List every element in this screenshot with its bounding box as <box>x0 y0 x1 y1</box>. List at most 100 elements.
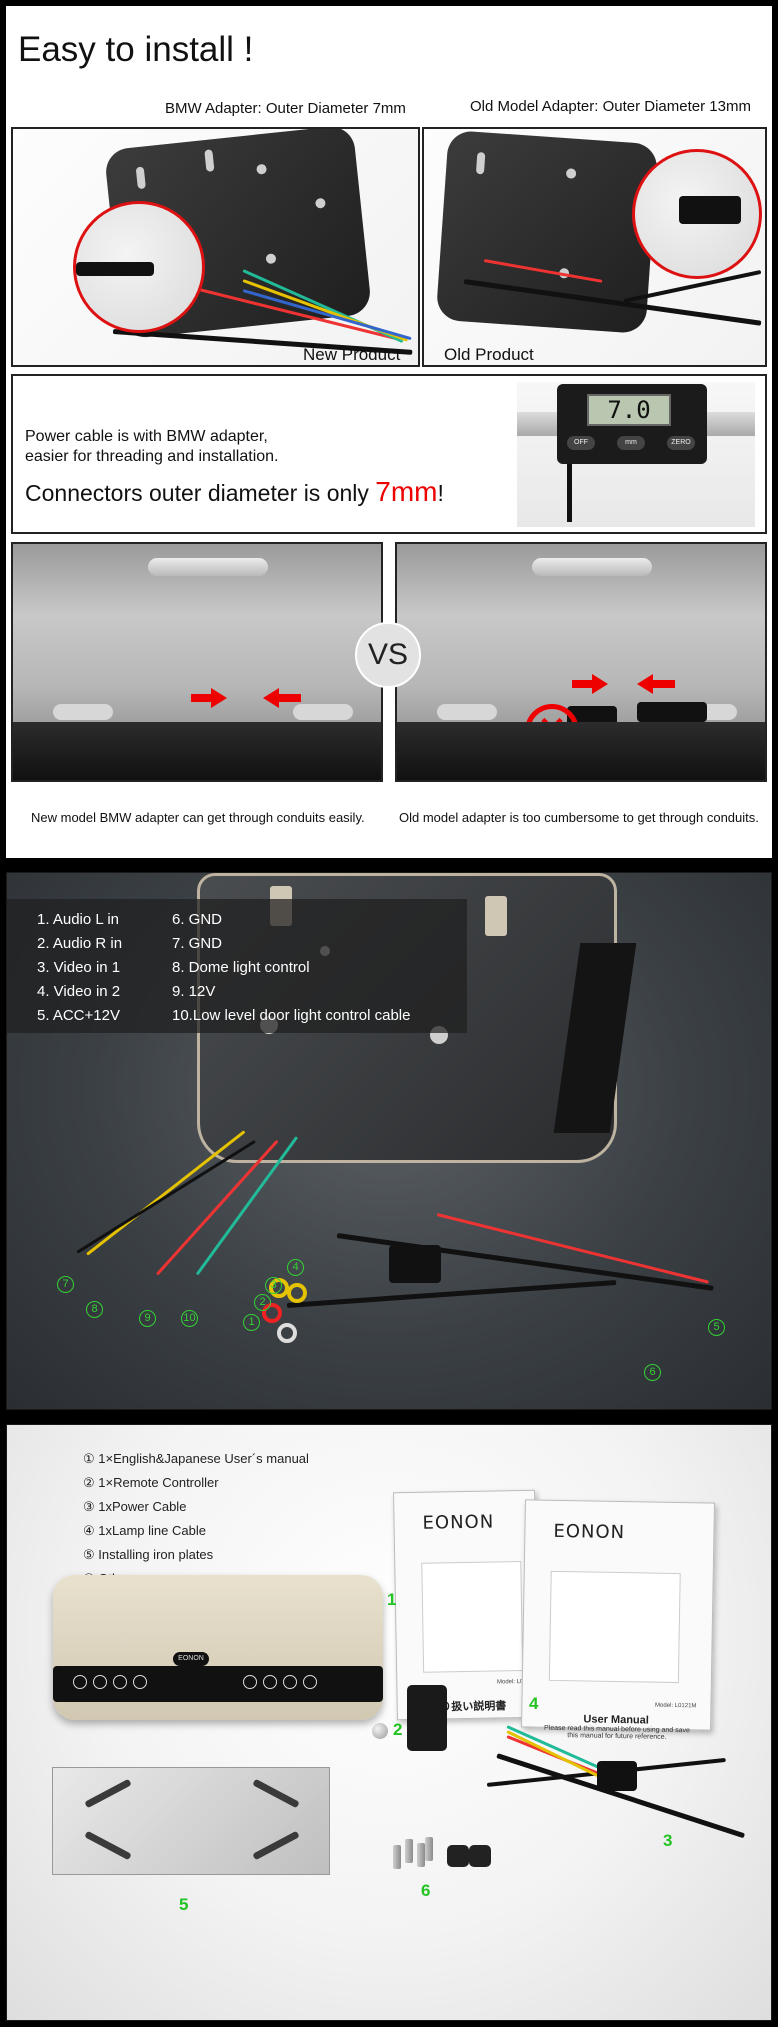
caliper-reading: 7.0 <box>587 394 671 426</box>
page-title: Easy to install ! <box>18 30 254 69</box>
connector-zoom-circle <box>632 149 762 279</box>
old-adapter-image <box>567 706 617 726</box>
cable-info-box: Power cable is with BMW adapter, easier … <box>11 374 767 534</box>
installation-section: Easy to install ! BMW Adapter: Outer Dia… <box>6 6 772 858</box>
plate-hole <box>265 253 277 265</box>
arrow-shaft <box>191 694 213 702</box>
screw-image <box>405 1839 413 1863</box>
roof-handle <box>148 558 268 576</box>
marker-1: 1 <box>243 1314 260 1331</box>
new-product-label: New Product <box>303 345 401 364</box>
plate-bracket <box>485 896 507 936</box>
legend-item-1: 1. Audio L in <box>37 911 120 928</box>
new-adapter-car-photo <box>11 542 383 782</box>
manual-model: Model: L0 <box>496 1679 524 1686</box>
arrow-left-icon <box>637 674 653 694</box>
label-6: 6 <box>421 1881 431 1900</box>
legend-item-7: 7. GND <box>172 935 223 952</box>
label-2: 2 <box>393 1720 403 1739</box>
monitor-button <box>263 1675 277 1689</box>
control-panel: EONON <box>53 1652 383 1702</box>
info-line-1: Power cable is with BMW adapter, <box>25 428 268 445</box>
screw-image <box>393 1845 401 1869</box>
marker-10: 10 <box>181 1310 198 1327</box>
old-product-label: Old Product <box>444 345 534 364</box>
roof-vent <box>437 704 497 720</box>
manual-subtitle: Please read this manual before using and… <box>543 1724 691 1741</box>
package-item-2: ② 1×Remote Controller <box>83 1475 219 1490</box>
english-manual-image: EONON Model: L0121M User Manual Please r… <box>521 1499 715 1741</box>
old-adapter-car-photo: ✕ <box>395 542 767 782</box>
plate-slot <box>204 149 215 172</box>
screw-image <box>425 1837 433 1861</box>
label-3: 3 <box>663 1831 673 1850</box>
caliper-image: 7.0 OFF mm ZERO <box>517 382 755 527</box>
monitor-sketch <box>548 1570 681 1684</box>
package-item-3: ③ 1xPower Cable <box>83 1499 187 1514</box>
package-item-1: ① 1×English&Japanese User´s manual <box>83 1451 309 1466</box>
screw-image <box>417 1843 425 1867</box>
roof-handle <box>532 558 652 576</box>
rubber-pad-image <box>447 1845 469 1867</box>
plate-slot <box>252 1778 300 1809</box>
new-adapter-caption: New model BMW adapter can get through co… <box>31 810 365 825</box>
car-dash <box>397 722 765 780</box>
marker-7: 7 <box>57 1276 74 1293</box>
label-4: 4 <box>529 1694 539 1713</box>
plate-slot <box>135 166 146 190</box>
iron-plate-image <box>52 1767 330 1875</box>
marker-2: 2 <box>254 1294 271 1311</box>
rubber-pad-image <box>469 1845 491 1867</box>
caliper-body: 7.0 OFF mm ZERO <box>557 384 707 464</box>
label-1: 1 <box>387 1590 397 1609</box>
arrow-shaft <box>572 680 594 688</box>
monitor-button <box>303 1675 317 1689</box>
monitor-logo: EONON <box>173 1652 209 1666</box>
diameter-suffix: ! <box>437 480 444 506</box>
monitor-button <box>93 1675 107 1689</box>
red-wire <box>155 1139 279 1276</box>
label-5: 5 <box>179 1895 189 1914</box>
manual-brand-logo: EONON <box>553 1520 626 1544</box>
legend-item-8: 8. Dome light control <box>172 959 310 976</box>
fuse-box-image <box>389 1245 441 1283</box>
marker-8: 8 <box>86 1301 103 1318</box>
arrow-shaft <box>653 680 675 688</box>
old-connector-image <box>679 196 741 224</box>
arrow-shaft <box>279 694 301 702</box>
package-item-4: ④ 1xLamp line Cable <box>83 1523 206 1538</box>
arrow-right-icon <box>211 688 227 708</box>
old-product-photo: Old Product <box>422 127 767 367</box>
caliper-mm-button: mm <box>617 436 645 450</box>
black-cable <box>286 1279 617 1308</box>
plate-hole <box>314 197 326 209</box>
red-wire <box>436 1213 710 1284</box>
roof-vent <box>53 704 113 720</box>
caliper-off-button: OFF <box>567 436 595 450</box>
old-adapter-caption: Old model adapter is too cumbersome to g… <box>399 810 759 825</box>
car-dash <box>13 722 381 780</box>
vs-badge: VS <box>355 622 421 688</box>
wiring-diagram-section: 1. Audio L in 2. Audio R in 3. Video in … <box>6 872 772 1410</box>
marker-6: 6 <box>644 1364 661 1381</box>
remote-battery-image <box>372 1723 388 1739</box>
roof-vent <box>293 704 353 720</box>
plate-slot <box>252 1830 300 1861</box>
legend-item-4: 4. Video in 2 <box>37 983 121 1000</box>
marker-4: 4 <box>287 1259 304 1276</box>
legend-item-2: 2. Audio R in <box>37 935 123 952</box>
rca-plug-white <box>277 1323 297 1343</box>
legend-item-5: 5. ACC+12V <box>37 1007 120 1024</box>
legend-item-9: 9. 12V <box>172 983 216 1000</box>
legend-item-3: 3. Video in 1 <box>37 959 121 976</box>
roof-monitor-image: EONON <box>53 1575 383 1720</box>
marker-3: 3 <box>265 1277 282 1294</box>
caliper-zero-button: ZERO <box>667 436 695 450</box>
old-adapter-image <box>637 702 707 722</box>
bmw-connector-image <box>76 262 154 276</box>
manual-brand-logo: EONON <box>422 1511 495 1534</box>
monitor-button <box>283 1675 297 1689</box>
legend-item-10: 10.Low level door light control cable <box>172 1007 411 1024</box>
arrow-right-icon <box>592 674 608 694</box>
old-adapter-caption: Old Model Adapter: Outer Diameter 13mm <box>470 98 751 115</box>
